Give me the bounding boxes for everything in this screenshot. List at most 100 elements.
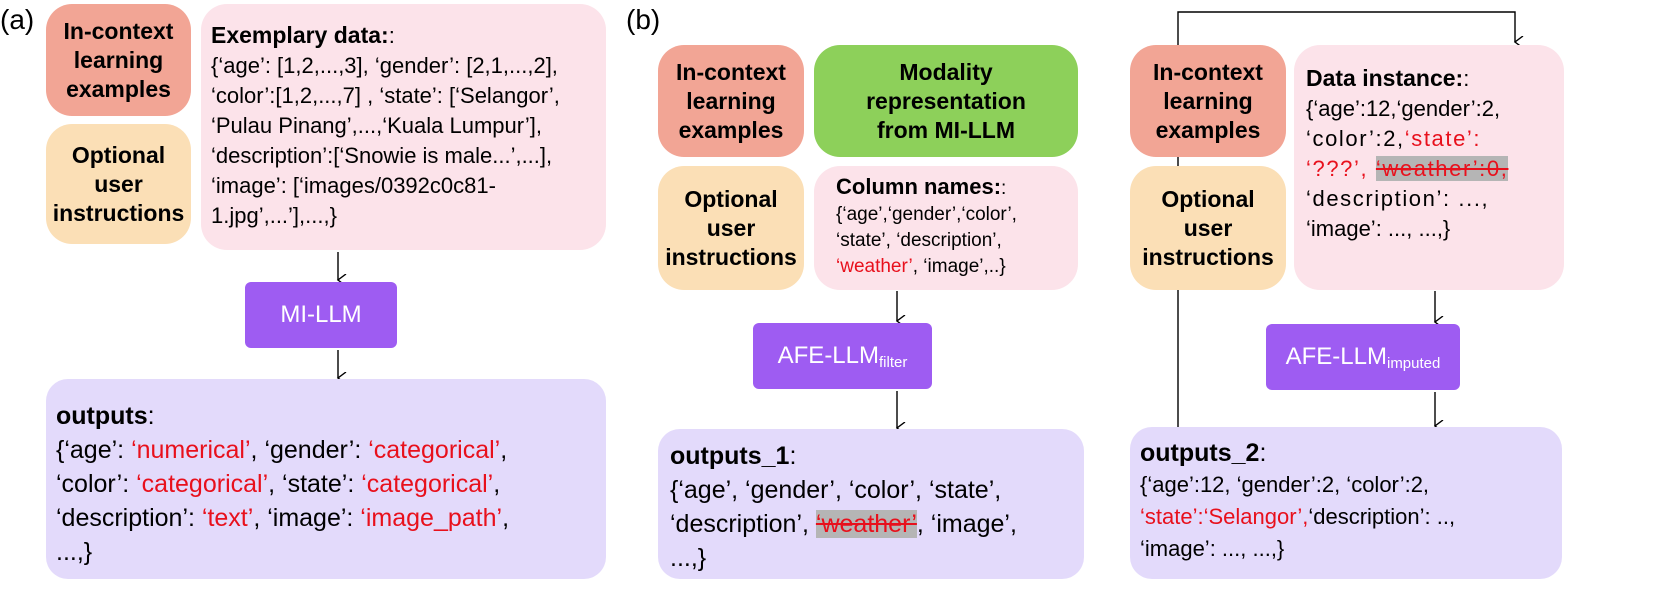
outputs2-l2-rest: ‘description’: ..,	[1308, 504, 1456, 529]
outputs1-l2-a: ‘description’,	[670, 510, 816, 538]
outputs-a-l3-type2: ‘image_path’	[360, 504, 503, 532]
column-names-title-line: Column names::	[836, 174, 1078, 202]
exemplary-title: Exemplary data:	[211, 22, 389, 48]
outputs-a-l1-e: ,	[500, 436, 508, 464]
outputs2-box: outputs_2: {‘age’:12, ‘gender’:2, ‘color…	[1130, 427, 1562, 579]
outputs-a-l3-a: ‘description’:	[56, 504, 202, 532]
outputs-a-l1-type: ‘numerical’	[131, 436, 251, 464]
instance-line-2: ‘color’:2,‘state’:	[1306, 124, 1564, 154]
exemplary-line-2: ‘color’:[1,2,...,7] , ‘state’: [‘Selango…	[211, 83, 560, 108]
panel-b-icl2-text: In-context learning examples	[1153, 58, 1263, 143]
afe-llm-imputed-base: AFE-LLM	[1285, 342, 1387, 370]
afe-llm-filter-base: AFE-LLM	[777, 341, 879, 369]
outputs-a-l1-a: {‘age’:	[56, 436, 132, 464]
column-names-line-2: ‘state’, ‘description’,	[836, 230, 1002, 251]
outputs-a-l2-type: ‘categorical’	[136, 470, 269, 498]
outputs-a-l3-type: ‘text’	[201, 504, 254, 532]
instance-line-1: {‘age’:12,‘gender’:2,	[1306, 96, 1501, 121]
panel-b-user2-box: Optional user instructions	[1130, 166, 1286, 290]
outputs2-line-3: ‘image’: ..., ...,}	[1140, 536, 1285, 561]
panel-a-outputs-sep: :	[147, 402, 155, 430]
panel-b-user-box: Optional user instructions	[658, 166, 804, 290]
outputs1-line-3: ...,}	[670, 544, 707, 572]
panel-a-icl-text: In-context learning examples	[63, 17, 174, 102]
panel-b-user2-text: Optional user instructions	[1142, 185, 1274, 270]
data-instance-sep: :	[1463, 66, 1470, 91]
panel-a-outputs-title-line: outputs:	[56, 399, 606, 433]
outputs2-title: outputs_2	[1140, 439, 1260, 467]
exemplary-line-6: 1.jpg’,...’],...,}	[211, 203, 337, 228]
outputs-a-l2-c: , ‘state’:	[268, 470, 362, 498]
instance-line-5: ‘image’: ..., ...,}	[1306, 216, 1451, 241]
column-names-sep: :	[1001, 178, 1007, 199]
exemplary-title-line: Exemplary data::	[211, 20, 606, 51]
outputs1-l2-b: , ‘image’,	[916, 510, 1017, 538]
panel-a-outputs-box: outputs: {‘age’: ‘numerical’, ‘gender’: …	[46, 379, 606, 579]
data-instance-box: Data instance:: {‘age’:12,‘gender’:2, ‘c…	[1294, 45, 1564, 290]
column-names-title: Column names:	[836, 174, 1002, 199]
panel-a-outputs-title: outputs	[56, 402, 148, 430]
exemplary-title-sep: :	[388, 23, 395, 48]
outputs-a-l2-a: ‘color’:	[56, 470, 137, 498]
column-names-line-3: ‘weather’, ‘image’,..}	[836, 254, 1078, 280]
outputs-a-l1-c: , ‘gender’:	[250, 436, 369, 464]
panel-a-label: (a)	[0, 4, 35, 35]
outputs2-line-2: ‘state’:‘Selangor’,‘description’: ..,	[1140, 501, 1562, 533]
panel-b-label: (b)	[626, 4, 661, 35]
afe-llm-imputed-box: AFE-LLMimputed	[1266, 324, 1460, 390]
outputs1-title-line: outputs_1:	[670, 439, 1084, 473]
instance-line-3: ‘???’, ‘weather’:0,	[1306, 154, 1564, 184]
outputs-a-line-4: ...,}	[56, 538, 93, 566]
instance-state-key: ‘state’:	[1404, 126, 1482, 151]
panel-b-icl-text: In-context learning examples	[676, 58, 786, 143]
mi-llm-box: MI-LLM	[245, 282, 397, 348]
outputs1-title: outputs_1	[670, 442, 790, 470]
outputs-a-l3-c: , ‘image’:	[253, 504, 361, 532]
modality-text: Modality representation from MI-LLM	[866, 58, 1026, 143]
outputs1-box: outputs_1: {‘age’, ‘gender’, ‘color’, ‘s…	[658, 429, 1084, 579]
outputs-a-line-3: ‘description’: ‘text’, ‘image’: ‘image_p…	[56, 501, 606, 535]
instance-line-4: ‘description’: ...,	[1306, 186, 1490, 211]
panel-a-exemplary-box: Exemplary data:: {‘age’: [1,2,...,3], ‘g…	[201, 4, 606, 250]
data-instance-title-line: Data instance::	[1306, 63, 1564, 94]
exemplary-line-3: ‘Pulau Pinang’,...,‘Kuala Lumpur’],	[211, 113, 543, 138]
outputs-a-line-2: ‘color’: ‘categorical’, ‘state’: ‘catego…	[56, 467, 606, 501]
panel-b-user-text: Optional user instructions	[665, 185, 797, 270]
panel-b-icl-box: In-context learning examples	[658, 45, 804, 157]
outputs1-weather-removed: ‘weather’	[815, 510, 917, 538]
column-names-line-1: {‘age’,‘gender’,‘color’,	[836, 204, 1017, 225]
outputs-a-l1-type2: ‘categorical’	[368, 436, 501, 464]
afe-llm-imputed-label: AFE-LLMimputed	[1286, 343, 1441, 372]
column-weather: ‘weather’	[836, 256, 913, 277]
afe-llm-filter-box: AFE-LLMfilter	[753, 323, 932, 389]
outputs1-line-2: ‘description’, ‘weather’, ‘image’,	[670, 507, 1084, 541]
outputs1-sep: :	[789, 442, 797, 470]
instance-l2-a: ‘color’:2,	[1306, 126, 1405, 151]
outputs-a-line-1: {‘age’: ‘numerical’, ‘gender’: ‘categori…	[56, 433, 606, 467]
outputs2-title-line: outputs_2:	[1140, 437, 1562, 469]
mi-llm-label: MI-LLM	[280, 301, 362, 328]
column-names-l3-rest: , ‘image’,..}	[912, 256, 1006, 277]
panel-b-icl2-box: In-context learning examples	[1130, 45, 1286, 157]
outputs-a-l2-type2: ‘categorical’	[361, 470, 494, 498]
panel-a-user-text: Optional user instructions	[52, 141, 185, 226]
afe-llm-filter-sub: filter	[879, 353, 908, 371]
exemplary-line-5: ‘image’: [‘images/0392c0c81-	[211, 173, 496, 198]
exemplary-line-4: ‘description’:[‘Snowie is male...’,...],	[211, 143, 553, 168]
modality-box: Modality representation from MI-LLM	[814, 45, 1078, 157]
outputs-a-l3-e: ,	[502, 504, 510, 532]
outputs-a-l2-e: ,	[493, 470, 501, 498]
exemplary-line-1: {‘age’: [1,2,...,3], ‘gender’: [2,1,...,…	[211, 53, 558, 78]
panel-a-user-box: Optional user instructions	[46, 124, 191, 244]
column-names-box: Column names:: {‘age’,‘gender’,‘color’, …	[814, 166, 1078, 290]
instance-weather-removed: ‘weather’:0,	[1375, 156, 1509, 181]
outputs1-line-1: {‘age’, ‘gender’, ‘color’, ‘state’,	[670, 476, 1002, 504]
data-instance-title: Data instance:	[1306, 65, 1464, 91]
instance-state-missing: ‘???’,	[1306, 156, 1369, 181]
outputs2-sep: :	[1259, 439, 1267, 467]
afe-llm-filter-label: AFE-LLMfilter	[778, 342, 908, 371]
outputs2-line-1: {‘age’:12, ‘gender’:2, ‘color’:2,	[1140, 472, 1430, 497]
outputs2-state-imputed: ‘state’:‘Selangor’,	[1140, 504, 1309, 529]
afe-llm-imputed-sub: imputed	[1386, 354, 1441, 372]
panel-a-icl-box: In-context learning examples	[46, 4, 191, 116]
